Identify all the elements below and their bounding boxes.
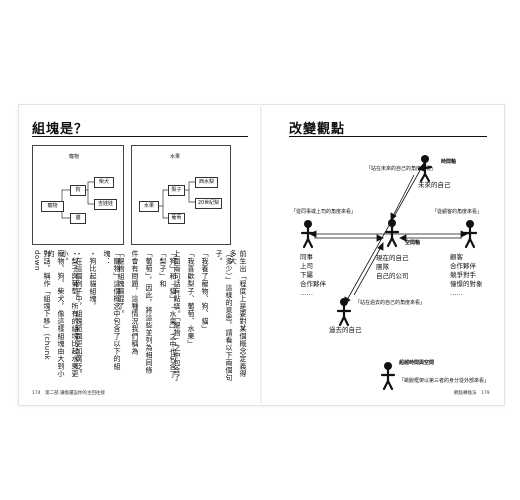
- fruit-root-node: 水果: [139, 201, 159, 212]
- text-column: 「寵物組塊搞混了。: [117, 250, 125, 318]
- customer-quote: 「從顧客的角度來看」: [432, 209, 483, 215]
- current-self-block: 現在的自己 團隊 自己的公司: [376, 254, 409, 281]
- left-title-rule: [32, 136, 248, 137]
- list-item: 競爭對手: [450, 271, 476, 279]
- colleague-list: 同事上司下屬合作夥伴……: [300, 253, 326, 298]
- text-column: 「寵物」這個概念中包含了以下的組塊：: [103, 250, 121, 370]
- text-column: ・狗比起貓組塊，: [89, 250, 97, 310]
- dog-node: 狗: [70, 185, 86, 196]
- pet-root-node: 寵物: [41, 201, 64, 212]
- list-item: 上司: [300, 262, 313, 270]
- list-item: 同事: [300, 253, 313, 261]
- pet-diagram-label: 寵物: [69, 154, 80, 160]
- 20th-century-pear-node: 20世紀梨: [195, 198, 222, 209]
- future-self-label: 未來的自己: [418, 181, 451, 189]
- list-item: 憧憬的對象: [450, 280, 483, 288]
- fruit-diagram-lines: [159, 181, 195, 219]
- list-item: 顧客: [450, 253, 463, 261]
- company-label: 自己的公司: [376, 272, 409, 280]
- fruit-diagram-label: 水果: [170, 154, 181, 160]
- transcend-quote: 「跳脫框架以第三者的身分從外部來看」: [399, 378, 490, 384]
- text-column: ・梨子與葡萄，所有的組塊比起水果更小。: [61, 250, 79, 378]
- text-column: 對話，稱作「組塊下移」（chunk down: [33, 250, 51, 361]
- space-axis-label: 空間軸: [405, 240, 421, 246]
- list-item: 下屬: [300, 271, 313, 279]
- text-column: 件會有問題，這種情況我們稱為: [131, 250, 139, 355]
- nashi-node: 西水梨: [195, 177, 218, 188]
- chihuahua-node: 吉娃娃: [94, 199, 117, 210]
- text-column: 「我養了寵物、狗、貓」: [201, 250, 209, 333]
- list-item: ……: [450, 289, 463, 297]
- text-column: 「狗」和「貓」、「水果」之中也包含了「梨子」和: [159, 250, 177, 378]
- pear-node: 梨子: [168, 185, 185, 196]
- customer-list: 顧客合作夥伴競爭對手憧憬的對象……: [450, 253, 483, 298]
- list-item: ……: [300, 289, 313, 297]
- text-column: （多少）」這樣的意思，請看以下兩個句子。: [215, 250, 233, 382]
- past-self-label: 過去的自己: [329, 326, 362, 334]
- current-self-label: 現在的自己: [376, 254, 409, 262]
- viewpoint-diagram: [300, 155, 478, 390]
- list-item: 合作夥伴: [300, 280, 326, 288]
- right-title-rule: [289, 136, 487, 137]
- text-column: 前生出「程度上是要對某個概念定義得多大: [229, 250, 247, 378]
- future-quote: 「站在未來的自己的角度來看」: [366, 166, 437, 172]
- text-column: 「我喜歡梨子、葡萄、水果」: [187, 250, 195, 348]
- left-page-title: 組塊是？: [32, 122, 89, 137]
- transcend-label: 超越時間與空間: [399, 360, 435, 366]
- book-gutter: [260, 104, 262, 404]
- cat-node: 貓: [70, 213, 86, 224]
- group-label: 團隊: [376, 263, 389, 271]
- left-page-footer: 174 第二部 讓換邏設你的主回往接: [32, 391, 106, 396]
- text-column: 上面兩句話有點怪。「寵物」之中包含了: [173, 250, 181, 382]
- boss-quote: 「從同事或上司的角度來看」: [291, 209, 357, 215]
- time-axis-label: 時間軸: [441, 159, 457, 165]
- list-item: 合作夥伴: [450, 262, 476, 270]
- shiba-node: 柴犬: [94, 177, 114, 188]
- text-column: 寵物、狗、柴犬，像這樣組塊由大到小的: [47, 250, 65, 378]
- text-column: 「葡萄」，因此，將這些並列為相同條: [145, 250, 153, 374]
- right-page-title: 改變觀點: [289, 122, 346, 137]
- grape-node: 葡萄: [168, 213, 185, 224]
- past-quote: 「站在過去的自己的角度來看」: [355, 300, 426, 306]
- right-page-footer: 觀點轉換法 179: [454, 391, 490, 396]
- text-column: ・在這個例子中，組塊範圍更加廣泛。: [75, 250, 83, 378]
